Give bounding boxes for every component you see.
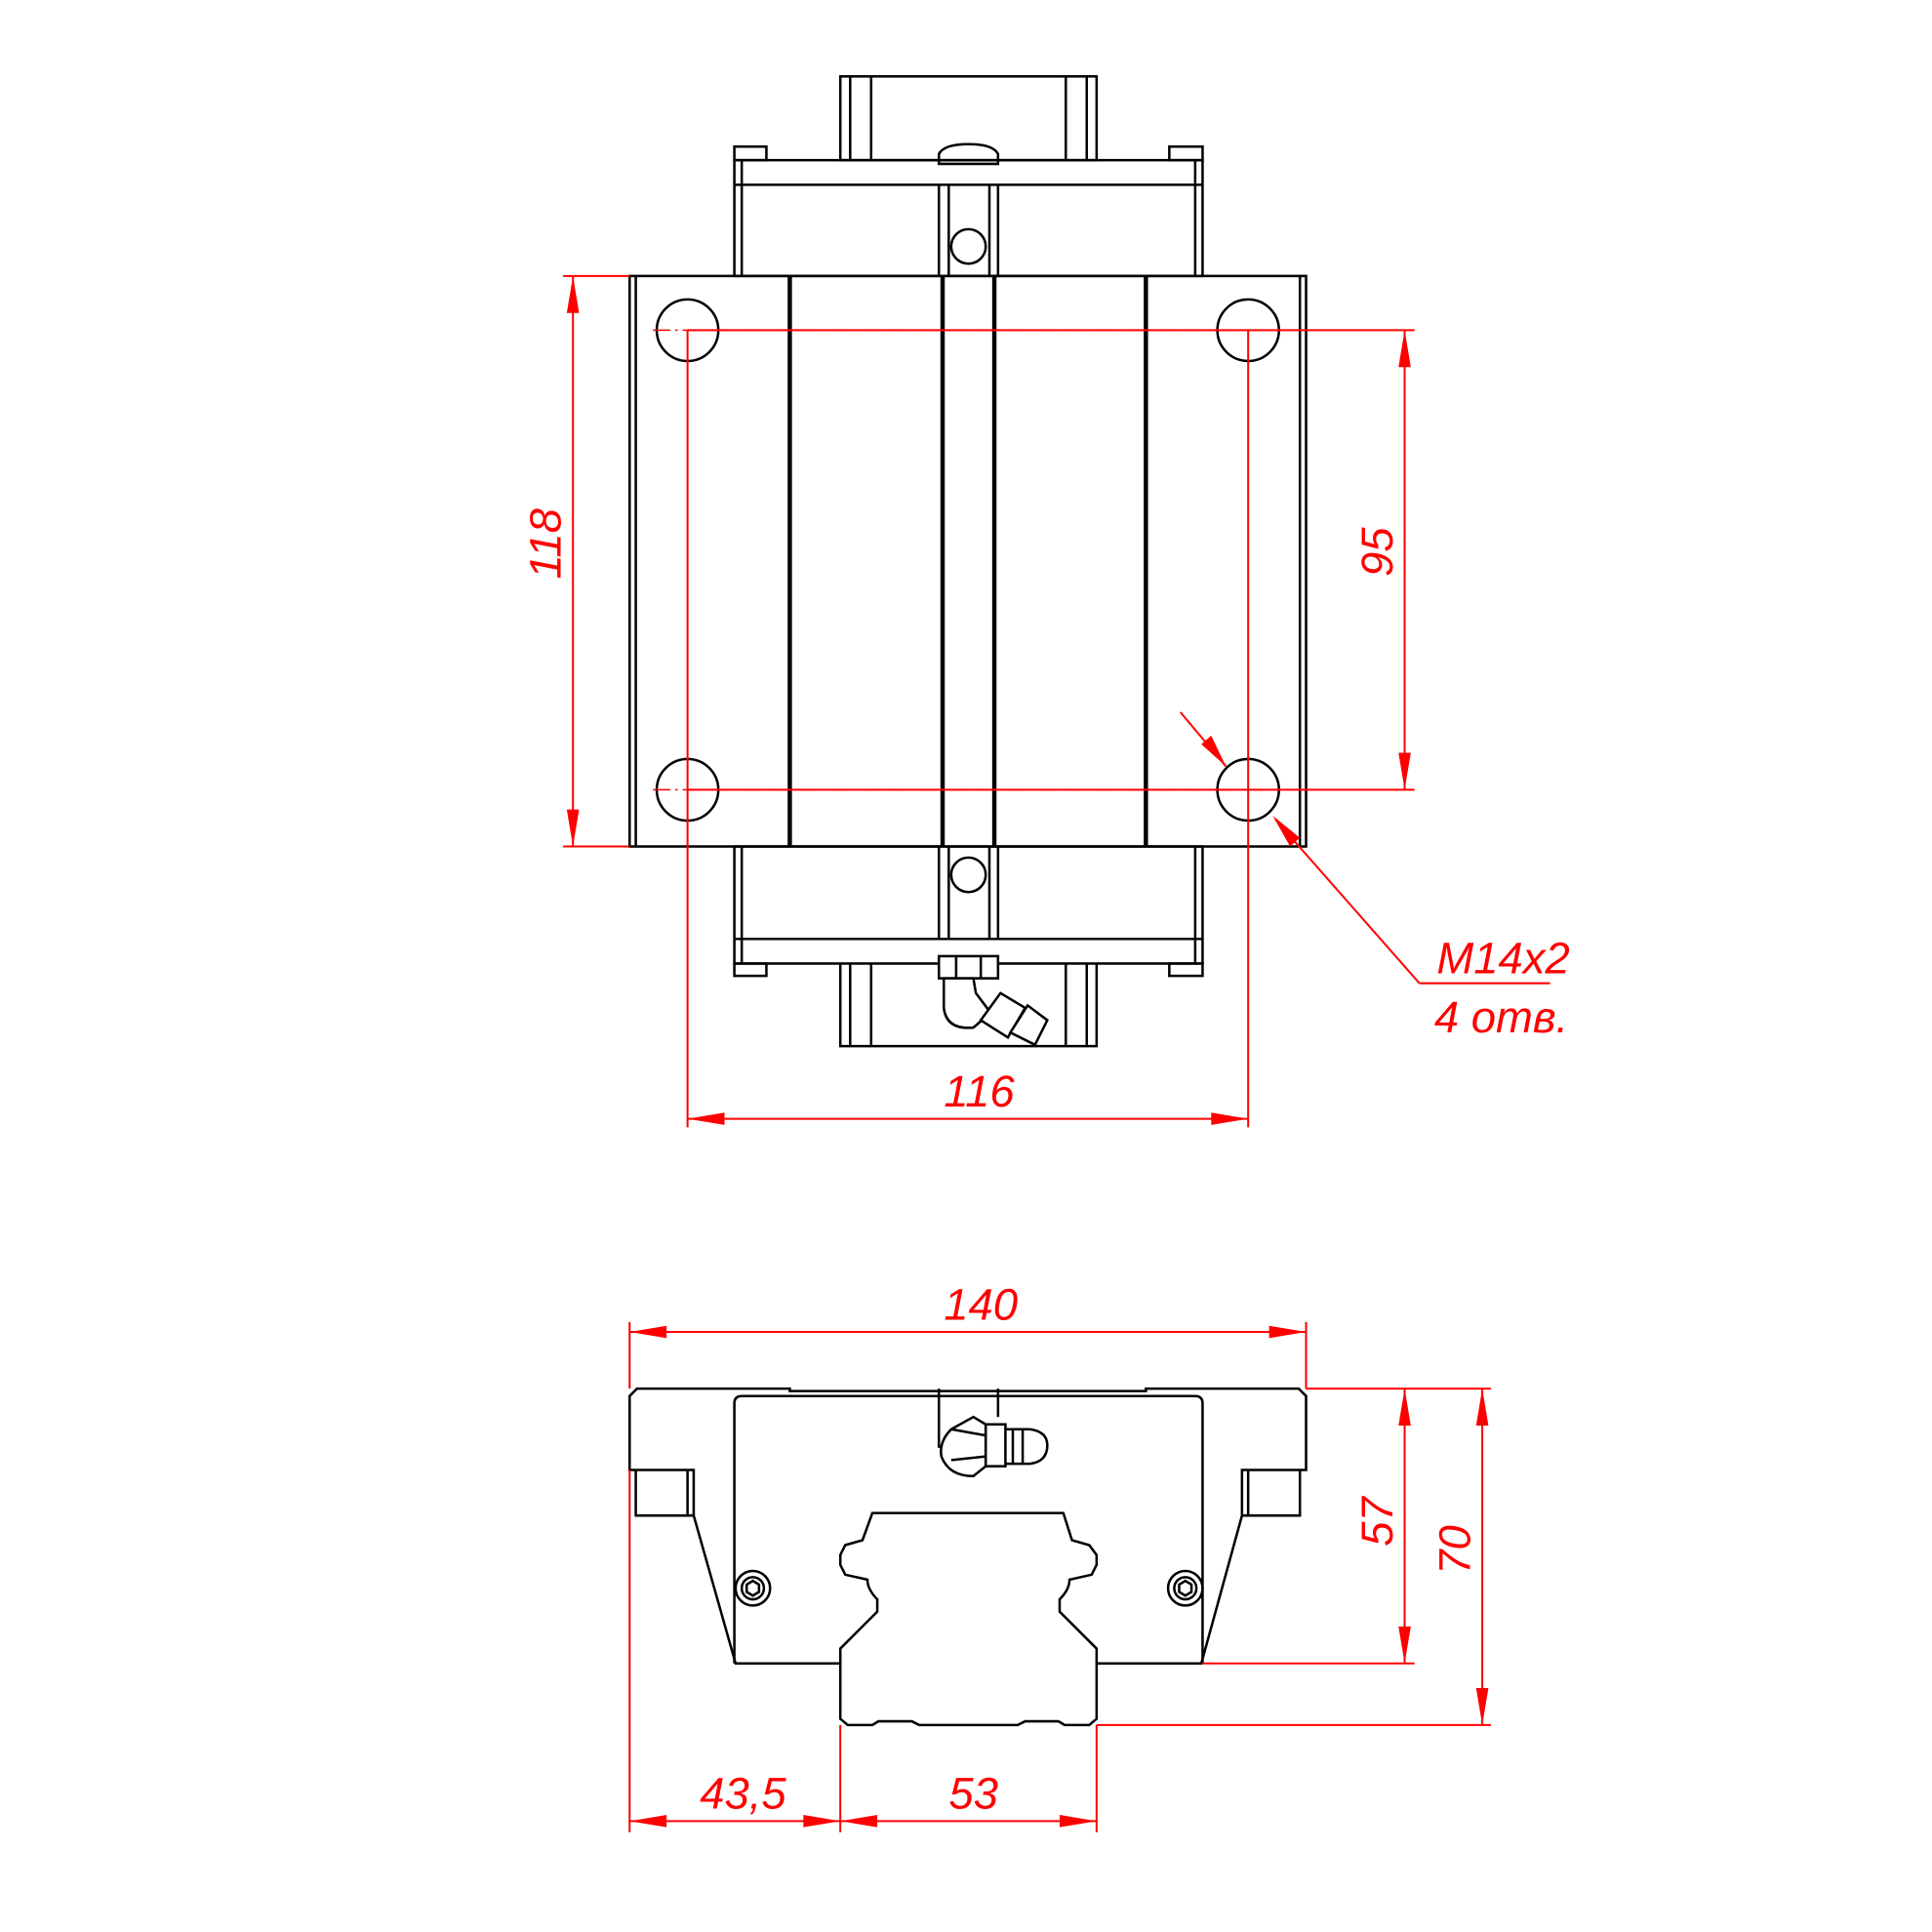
dimension-116: 116 (686, 330, 1250, 1128)
rail-profile (838, 1511, 1099, 1664)
top-view-dimensions: 118 95 116 M14x2 4 отв. (521, 274, 1570, 1128)
dim-text-43-5: 43,5 (700, 1769, 786, 1819)
seal-screw-hole (949, 856, 987, 894)
end-seal-upper (733, 142, 1204, 278)
dim-text-116: 116 (944, 1067, 1015, 1116)
thread-callout: M14x2 4 отв. (1179, 711, 1570, 1042)
grease-nipple-front (937, 1389, 1049, 1478)
dimension-70: 70 (1096, 1389, 1491, 1726)
thread-count-text: 4 отв. (1434, 992, 1568, 1042)
dim-text-118: 118 (521, 508, 571, 579)
dim-text-140: 140 (944, 1279, 1018, 1329)
front-view-dimensions: 140 57 70 43,5 53 (628, 1279, 1491, 1832)
dimension-140: 140 (628, 1279, 1308, 1389)
block-body (733, 1394, 1204, 1664)
side-screw-left (734, 1569, 772, 1607)
dimension-53: 53 (840, 1724, 1098, 1832)
rail-bottom-stub (838, 963, 1099, 1048)
side-screw-right (1166, 1569, 1204, 1607)
dimension-43-5: 43,5 (628, 1469, 842, 1832)
dimension-95: 95 (687, 329, 1415, 791)
dim-text-57: 57 (1352, 1495, 1402, 1546)
carriage-profile (628, 1387, 1308, 1727)
front-view (628, 1387, 1308, 1727)
thread-spec-text: M14x2 (1436, 934, 1569, 984)
dim-text-70: 70 (1429, 1525, 1479, 1575)
carriage-block (628, 274, 1308, 848)
rail-top-stub (838, 75, 1099, 162)
dimension-57: 57 (1202, 1388, 1491, 1665)
grease-nipple-top (937, 954, 1049, 1047)
dimension-118: 118 (521, 274, 630, 848)
grease-cap (937, 142, 1000, 166)
dim-text-53: 53 (948, 1769, 998, 1819)
top-view (628, 75, 1308, 1048)
dim-text-95: 95 (1352, 527, 1402, 577)
seal-screw-hole (949, 227, 987, 265)
